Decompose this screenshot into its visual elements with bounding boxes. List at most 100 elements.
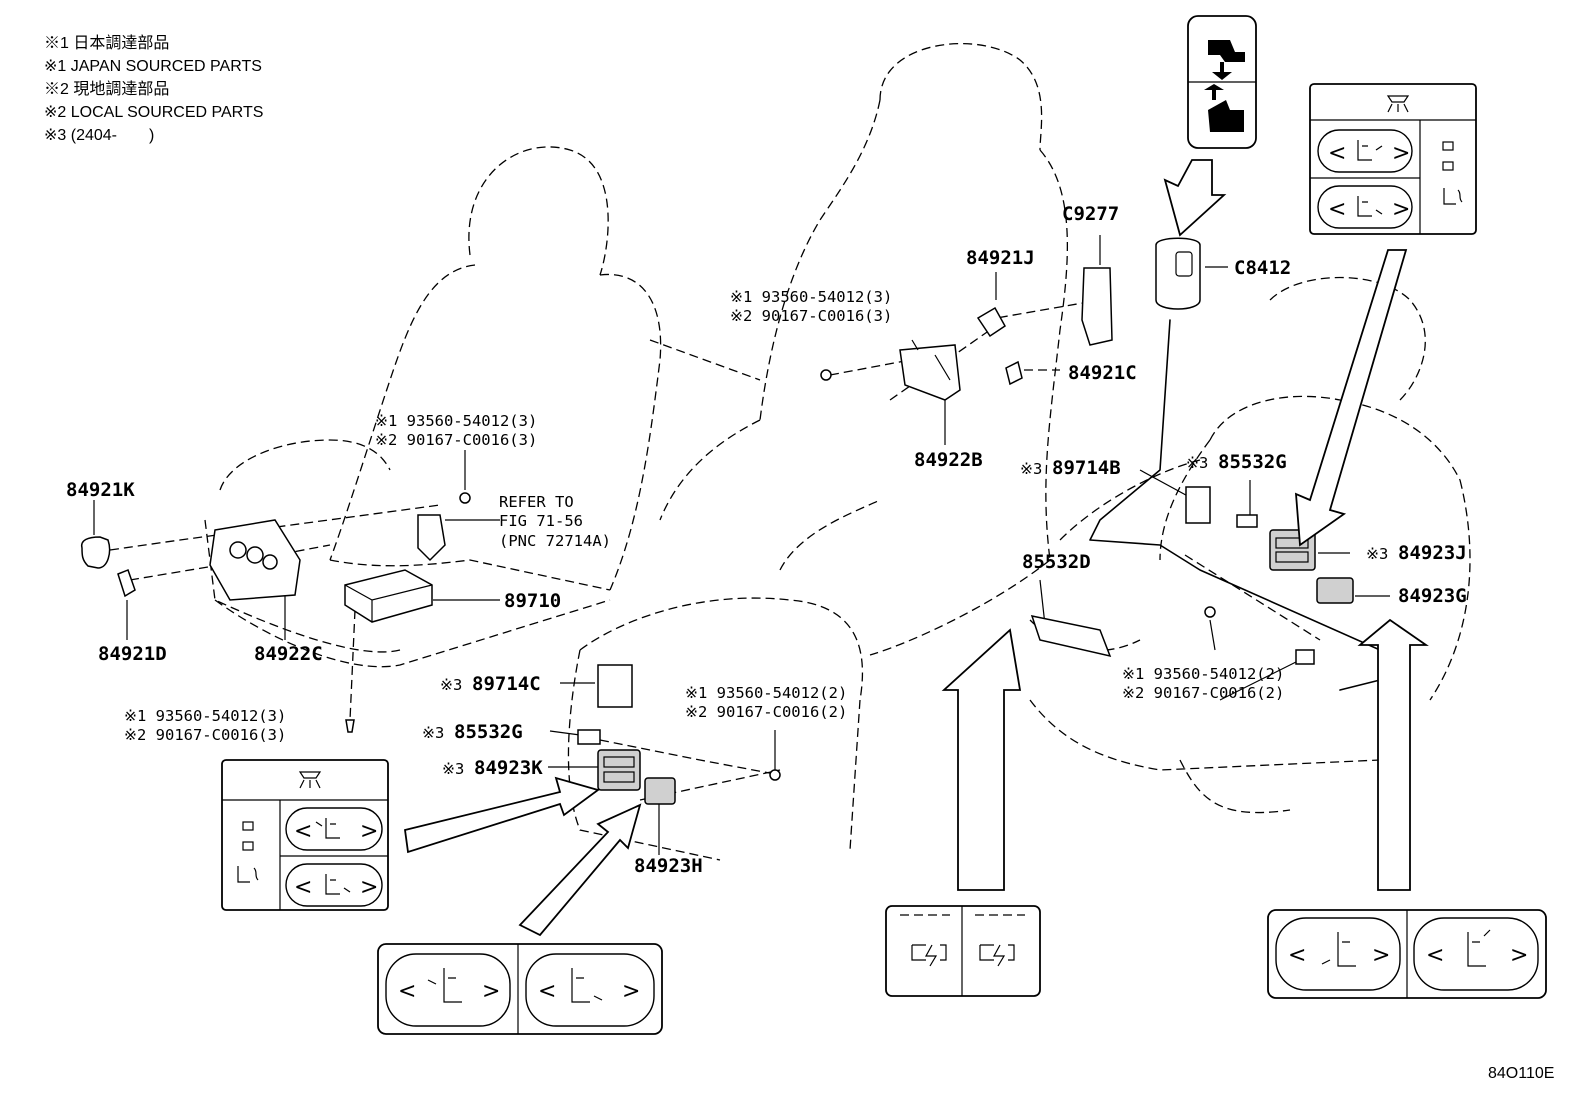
callout-screws-b-2: ※2 90167-C0016(3) [730,307,892,325]
seat-heater-icon [237,866,259,883]
arrow-to-84923h [518,803,642,937]
bottom-right-button-right[interactable] [1413,917,1539,991]
label-85532g-right: 85532G [1218,451,1287,473]
charging-port-icon [979,944,1015,967]
label-84923h: 84923H [634,855,703,877]
chevron-left-icon: < [294,819,312,844]
label-89714c: 89714C [472,673,541,695]
top-right-button-lower[interactable] [1317,185,1413,229]
seat-recline-icon [1467,929,1491,967]
seat-flip-up-icon [1208,100,1244,132]
part-89714c-shape [597,664,633,708]
chevron-left-icon: < [1328,197,1346,222]
refer-note-2: FIG 71-56 [499,512,583,530]
top-right-button-upper[interactable] [1317,129,1413,173]
part-84923h-shape [644,777,676,805]
label-85532d: 85532D [1022,551,1091,573]
chevron-right-icon: > [1392,197,1410,222]
arrow-to-84923g [1357,618,1429,891]
screw-callouts: ※1 93560-54012(3) ※2 90167-C0016(3) ※1 9… [124,288,1284,744]
label-84922b: 84922B [914,449,983,471]
part-84921d-shape [117,569,136,598]
chevron-right-icon: > [360,819,378,844]
leader-lines [93,235,1390,855]
label-85532g-left: 85532G [454,721,523,743]
chevron-right-icon: > [1510,943,1528,968]
note-2-jp: ※2 現地調達部品 [44,80,169,98]
callout-screws-a-1: ※1 93560-54012(3) [375,412,537,430]
refer-note-1: REFER TO [499,493,574,511]
center-seat-outline [567,43,1068,861]
part-84921k-shape [80,536,111,569]
top-right-switch-panel: < > < > [1309,83,1477,235]
chevron-right-icon: > [622,979,640,1004]
seat-recline-icon [1357,140,1383,161]
mark-3-84923k: ※3 [442,760,464,778]
bottom-left-button-upper[interactable] [285,807,383,851]
screw-bottom-shape [769,769,781,781]
part-84921j-shape [976,306,1006,338]
chevron-left-icon: < [1328,141,1346,166]
mark-3-89714b: ※3 [1020,460,1042,478]
seat-recline-icon [315,818,340,839]
label-84921c: 84921C [1068,362,1137,384]
usb-panel [885,905,1041,997]
bottom-center-switch-panel: < > < > [377,943,663,1035]
chevron-right-icon: > [360,875,378,900]
seat-recline-icon [427,968,462,1003]
callout-screws-d-2: ※2 90167-C0016(2) [685,703,847,721]
label-84923g: 84923G [1398,585,1467,607]
callout-screws-e-2: ※2 90167-C0016(2) [1122,684,1284,702]
label-c9277: C9277 [1062,203,1119,225]
seat-flip-down-icon [1208,40,1245,62]
chevron-left-icon: < [294,875,312,900]
callout-screws-c-1: ※1 93560-54012(3) [124,707,286,725]
label-c8412: C8412 [1234,257,1291,279]
arrow-to-c8412 [1163,159,1227,237]
callout-screws-c-2: ※2 90167-C0016(3) [124,726,286,744]
mark-3-89714c: ※3 [440,676,462,694]
connector-right [1295,649,1315,665]
figure-id: 84O110E [1488,1065,1554,1082]
label-84923j: 84923J [1398,542,1467,564]
mark-3-85532g-right: ※3 [1186,454,1208,472]
remote-panel [1187,15,1257,149]
label-84922c: 84922C [254,643,323,665]
seat-slide-icon [571,968,603,1003]
mark-3-84923j: ※3 [1366,545,1388,563]
note-1-en: ※1 JAPAN SOURCED PARTS [44,58,262,75]
chevron-left-icon: < [538,979,556,1004]
arrows [403,159,1429,937]
part-84923g-shape [1316,577,1354,604]
chevron-right-icon: > [1392,141,1410,166]
note-3: ※3 (2404- ) [44,127,154,144]
left-seat-outline [204,146,662,668]
bottom-left-switch-panel: < > < > [221,759,389,911]
label-84921d: 84921D [98,643,167,665]
chevron-left-icon: < [1426,943,1444,968]
charging-port-icon [911,944,947,967]
ceiling-light-icon [1386,95,1410,113]
chevron-right-icon: > [482,979,500,1004]
note-1-jp: ※1 日本調達部品 [44,34,169,52]
seat-slide-icon [1357,196,1383,217]
notes-block: ※1 日本調達部品 ※1 JAPAN SOURCED PARTS ※2 現地調達… [44,34,263,144]
callout-screws-a-2: ※2 90167-C0016(3) [375,431,537,449]
callout-screws-d-1: ※1 93560-54012(2) [685,684,847,702]
bottom-center-button-right[interactable] [525,953,655,1027]
part-labels: 84921K 84921D 84922C 89710 84921J 84921C… [66,203,1467,877]
label-89714b: 89714B [1052,457,1121,479]
right-seat-outline [1029,276,1471,814]
mark-3-85532g-left: ※3 [422,724,444,742]
arrow-to-84923j [1294,249,1408,547]
note-2-en: ※2 LOCAL SOURCED PARTS [44,104,263,121]
arrow-to-84923k [403,776,601,854]
bottom-center-button-left[interactable] [385,953,511,1027]
label-84923k: 84923K [474,757,543,779]
bottom-left-button-lower[interactable] [285,863,383,907]
bottom-right-switch-panel: < > < > [1267,909,1547,999]
callout-screws-e-1: ※1 93560-54012(2) [1122,665,1284,683]
part-85532g-right-shape [1236,514,1258,528]
part-89714b-shape [1185,486,1211,524]
